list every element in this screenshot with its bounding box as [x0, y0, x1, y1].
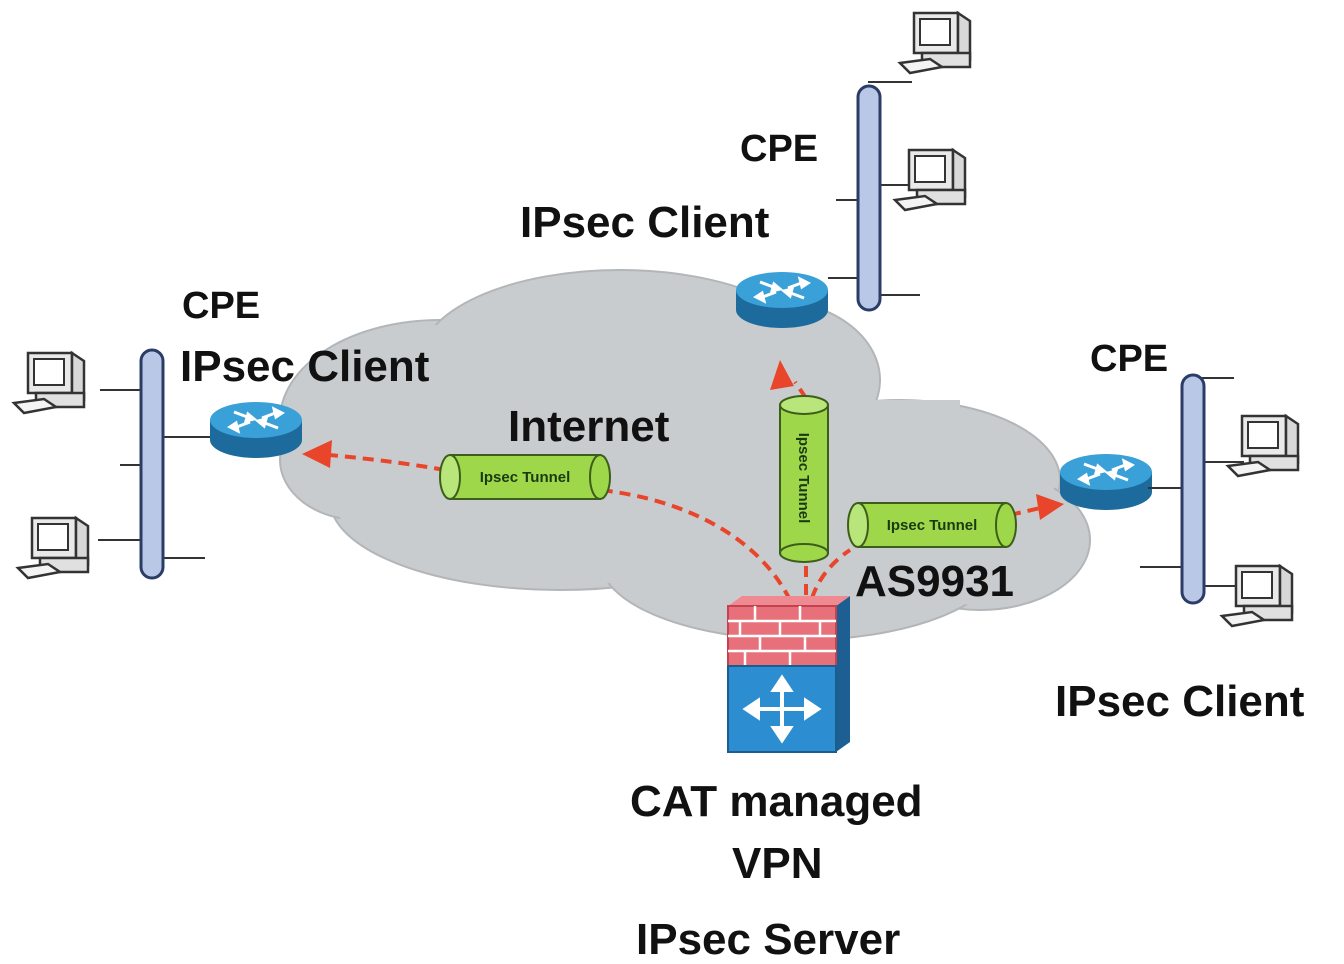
ipsec-client-label-right: IPsec Client	[1055, 677, 1305, 726]
computer-icon	[12, 351, 86, 415]
lan-right	[1140, 373, 1244, 605]
router-icon	[1058, 452, 1154, 512]
server-label-line2: VPN	[732, 839, 823, 888]
cpe-label-left: CPE	[182, 285, 261, 327]
ipsec-server-label: IPsec Server	[636, 915, 901, 964]
lan-top	[828, 81, 920, 312]
ipsec-client-label-left: IPsec Client	[180, 342, 430, 391]
tunnel-right-label: Ipsec Tunnel	[887, 517, 978, 534]
cpe-label-right: CPE	[1090, 338, 1169, 380]
computer-icon	[893, 148, 967, 212]
computer-icon	[898, 11, 972, 75]
tunnel-left: Ipsec Tunnel	[439, 454, 611, 500]
tunnel-left-label: Ipsec Tunnel	[480, 469, 571, 486]
computer-icon	[1220, 564, 1294, 628]
cpe-label-top: CPE	[740, 128, 819, 170]
tunnel-right: Ipsec Tunnel	[847, 502, 1017, 548]
computer-icon	[1226, 414, 1300, 478]
server-label-line1: CAT managed	[630, 777, 923, 826]
as-number-label: AS9931	[855, 557, 1015, 606]
router-icon	[208, 400, 304, 460]
lan-left	[98, 348, 210, 580]
computer-icon	[16, 516, 90, 580]
arrow-heads	[302, 360, 1064, 520]
firewall-icon	[727, 596, 850, 753]
tunnel-top: Ipsec Tunnel	[779, 395, 829, 563]
router-icon	[734, 270, 830, 330]
tunnel-top-label: Ipsec Tunnel	[795, 433, 812, 524]
ipsec-client-label-top: IPsec Client	[520, 198, 770, 247]
internet-label: Internet	[508, 402, 670, 451]
